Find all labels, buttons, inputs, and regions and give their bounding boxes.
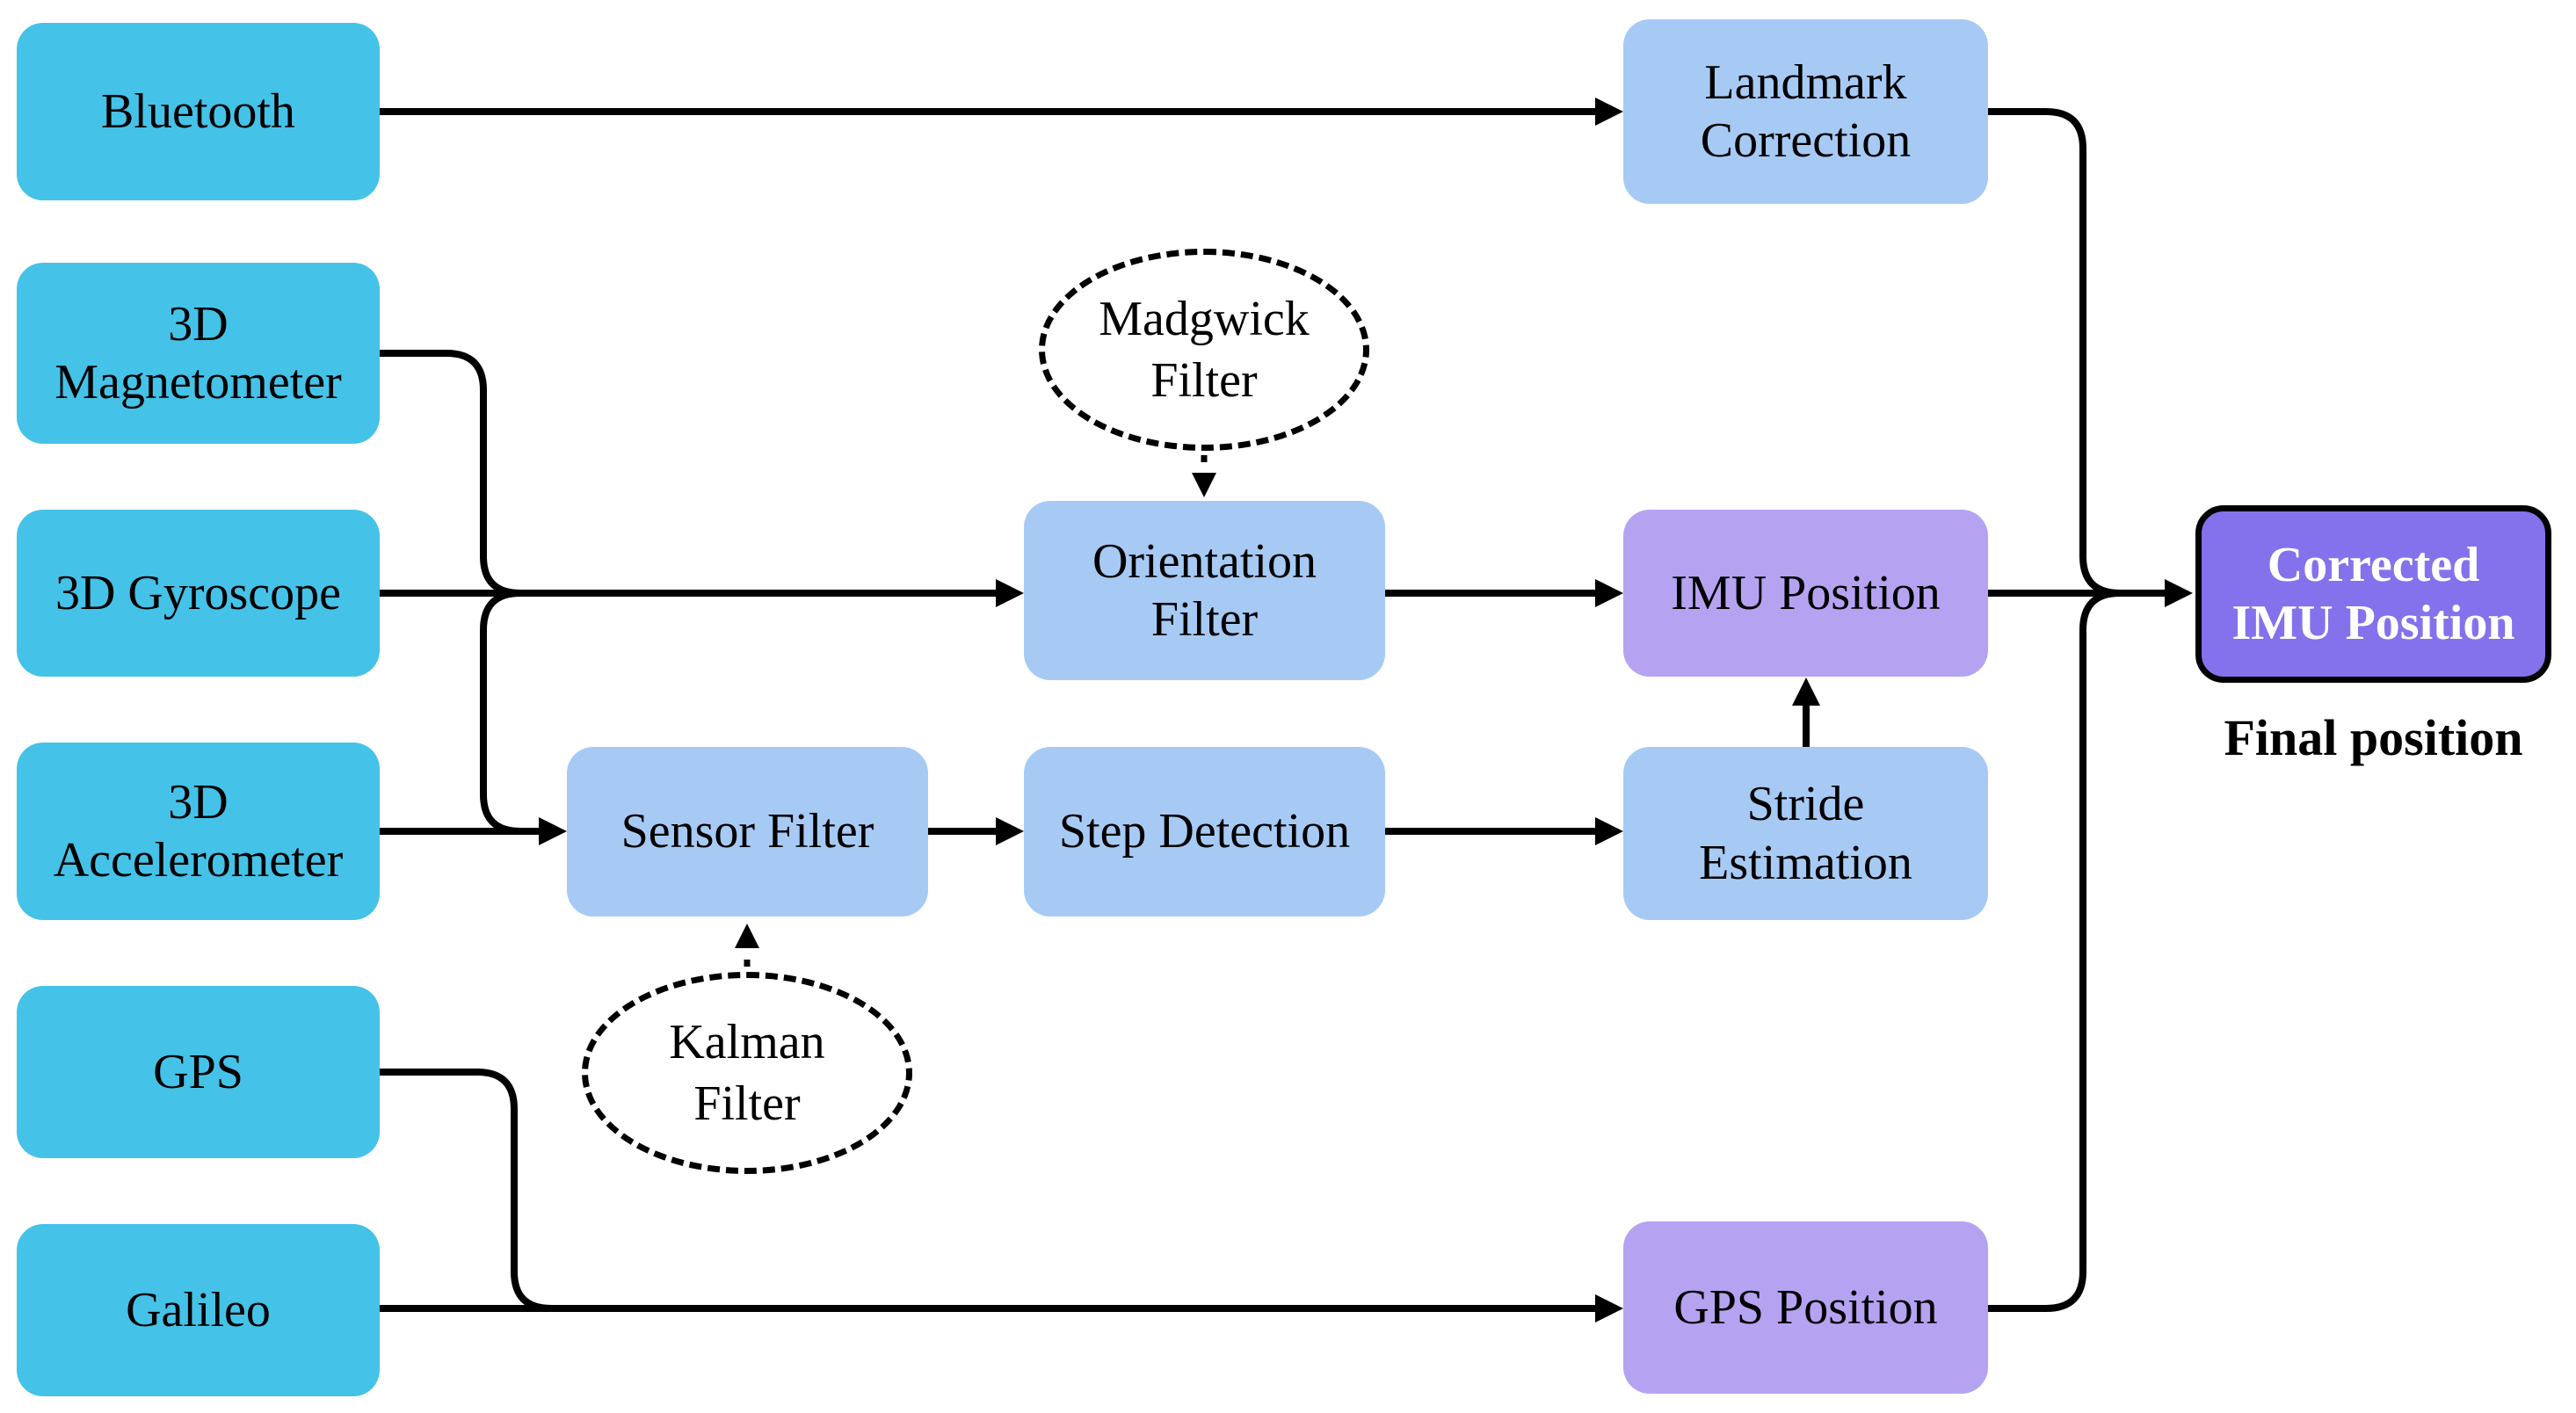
node-corrected-imu-position: Corrected IMU Position <box>2195 505 2551 683</box>
node-imu-position: IMU Position <box>1623 510 1988 677</box>
node-bluetooth: Bluetooth <box>17 23 380 200</box>
node-3d-accelerometer: 3D Accelerometer <box>17 743 380 920</box>
ellipse-kalman-filter: Kalman Filter <box>582 972 912 1174</box>
node-stride-estimation: Stride Estimation <box>1623 747 1988 920</box>
node-orientation-filter: Orientation Filter <box>1024 501 1385 680</box>
edge-landmark-junction <box>1988 108 2121 597</box>
edge-accelerometer-gyro-connector <box>480 590 521 835</box>
node-gps: GPS <box>17 986 380 1158</box>
edge-gpsposition-junction <box>1988 590 2121 1312</box>
node-3d-gyroscope: 3D Gyroscope <box>17 510 380 677</box>
edge-gps-merge <box>380 1069 552 1312</box>
final-position-caption: Final position <box>2224 709 2523 766</box>
node-gps-position: GPS Position <box>1623 1221 1988 1394</box>
node-sensor-filter: Sensor Filter <box>567 747 928 917</box>
ellipse-madgwick-filter: Madgwick Filter <box>1039 249 1369 451</box>
node-landmark-correction: Landmark Correction <box>1623 19 1988 204</box>
node-step-detection: Step Detection <box>1024 747 1385 917</box>
node-galileo: Galileo <box>17 1224 380 1396</box>
node-3d-magnetometer: 3D Magnetometer <box>17 263 380 444</box>
edge-magnetometer-merge <box>380 350 521 597</box>
